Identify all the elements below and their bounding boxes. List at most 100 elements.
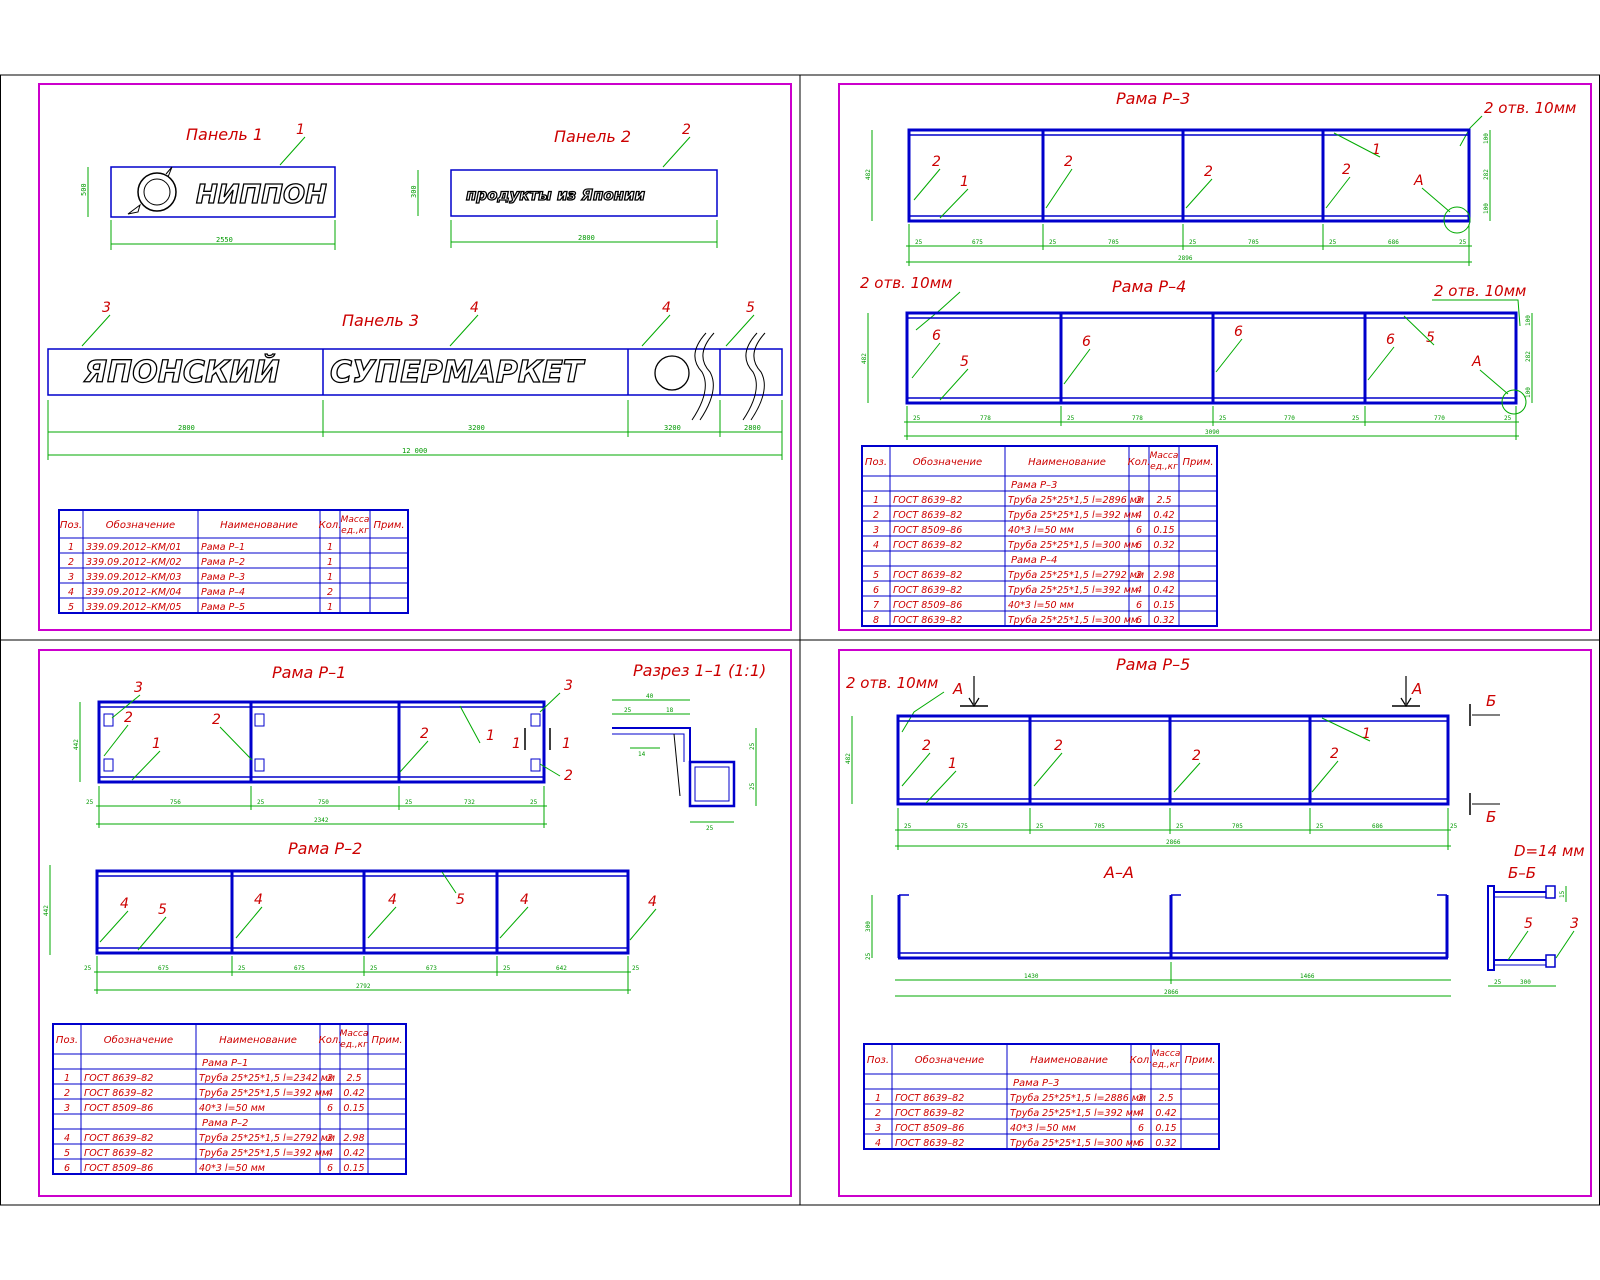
table-cell: 6 xyxy=(327,1103,333,1114)
frame1-callout: 2 xyxy=(564,768,573,784)
frame5-dim: 705 xyxy=(1094,823,1105,830)
frame3-dim: 100 xyxy=(1483,133,1490,144)
table-cell: 0.15 xyxy=(343,1103,364,1114)
frame2-dim: 25 xyxy=(84,965,92,972)
table-cell: ГОСТ 8639–82 xyxy=(84,1088,153,1099)
table-cell: 4 xyxy=(875,1138,881,1149)
pomegranate-logo-icon xyxy=(127,166,177,215)
frame4-dim-height: 482 xyxy=(861,353,868,364)
frame5-outline xyxy=(896,714,1450,806)
frame3-detail-circle xyxy=(1443,206,1471,234)
table-cell: 3 xyxy=(873,525,879,536)
table-cell: 2.5 xyxy=(1156,495,1171,506)
frame1-dim: 25 xyxy=(530,799,538,806)
table-cell: 1 xyxy=(327,542,333,553)
panel3-callout-4b: 4 xyxy=(662,300,671,316)
table-header-cell: Кол. xyxy=(1130,1055,1153,1066)
table-cell: 3 xyxy=(64,1103,70,1114)
table-cell: 6 xyxy=(1138,1138,1144,1149)
frame1-callout: 1 xyxy=(152,736,161,752)
panel3-callout-4a: 4 xyxy=(470,300,479,316)
frame4-callout: 6 xyxy=(1082,334,1091,350)
table-cell: 2 xyxy=(68,557,74,568)
table-cell: Труба 25*25*1,5 l=300 мм xyxy=(1010,1138,1140,1149)
table-cell: ГОСТ 8509–86 xyxy=(893,600,962,611)
table-cell: 1 xyxy=(327,572,333,583)
table-header-cell: Наименование xyxy=(1028,457,1106,468)
table-cell: Труба 25*25*1,5 l=300 мм xyxy=(1008,615,1138,626)
frame3-dim: 675 xyxy=(972,239,983,246)
table-cell: 4 xyxy=(68,587,74,598)
frame1-dim-total: 2342 xyxy=(314,817,329,824)
panel2-leader xyxy=(662,136,691,168)
table-header-cell: ед.,кг xyxy=(340,1040,368,1050)
table-header-cell: Обозначение xyxy=(104,1034,173,1046)
table-cell: Рама Р–2 xyxy=(201,557,245,568)
table-cell: 5 xyxy=(68,602,74,613)
table-cell: 6 xyxy=(873,585,879,596)
table-header-cell: Кол. xyxy=(319,1035,342,1046)
frame3-dim: 282 xyxy=(1483,169,1490,180)
frame1-callout: 2 xyxy=(212,712,221,728)
table-cell: 0.32 xyxy=(1153,615,1174,626)
section-mark-b-top: Б xyxy=(1486,692,1496,710)
frame1-dim: 25 xyxy=(405,799,413,806)
frame3-dim-height: 482 xyxy=(865,169,872,180)
table-cell: 1 xyxy=(327,557,333,568)
table-cell: 2 xyxy=(875,1108,881,1119)
table-header-cell: Наименование xyxy=(219,1035,297,1046)
frame1-plates xyxy=(103,713,541,772)
table-cell: 339.09.2012–КМ/03 xyxy=(86,572,181,583)
table-cell: 6 xyxy=(327,1163,333,1174)
table-cell: 1 xyxy=(327,602,333,613)
table-outline xyxy=(863,1043,1220,1150)
border-q3 xyxy=(38,649,792,1197)
frame3-detail-label: А xyxy=(1413,173,1424,189)
table-cell: 4 xyxy=(1138,1108,1144,1119)
frame4-dims xyxy=(867,313,1533,440)
frame5-dim: 25 xyxy=(1036,823,1044,830)
frame5-callout: 2 xyxy=(1054,738,1063,754)
frame1-dim-height: 442 xyxy=(73,739,80,750)
panel3-outline xyxy=(47,348,783,396)
table-cell: Труба 25*25*1,5 l=392 мм xyxy=(1010,1108,1140,1119)
table-header-cell: Масса xyxy=(341,515,370,525)
table-cell: 339.09.2012–КМ/04 xyxy=(86,587,181,598)
frame4-dim: 25 xyxy=(1504,415,1512,422)
frame5-dim: 25 xyxy=(1176,823,1184,830)
panel3-dim-4: 2800 xyxy=(744,424,761,432)
frame2-dim: 673 xyxy=(426,965,437,972)
table-cell: 8 xyxy=(873,615,879,626)
table-cell: ГОСТ 8509–86 xyxy=(893,525,962,536)
frame1-dim: 732 xyxy=(464,799,475,806)
border-q2 xyxy=(838,83,1592,631)
frame4-callout: 6 xyxy=(1386,332,1395,348)
table-section-title: Рама Р–1 xyxy=(202,1058,248,1069)
table-cell: Труба 25*25*1,5 l=300 мм xyxy=(1008,540,1138,551)
frame4-callout: 5 xyxy=(1426,330,1435,346)
table-cell: ГОСТ 8639–82 xyxy=(84,1133,153,1144)
frame5-title: Рама Р–5 xyxy=(1116,655,1190,674)
table-cell: Рама Р–4 xyxy=(201,587,245,598)
table-header-cell: Прим. xyxy=(1182,457,1213,468)
table-cell: 0.15 xyxy=(1153,525,1174,536)
frame1-dim: 750 xyxy=(318,799,329,806)
panel1-outline xyxy=(110,166,336,218)
sectionBB-dim: 15 xyxy=(1559,890,1566,898)
sectionAA-dim: 1430 xyxy=(1024,973,1039,980)
table-header-cell: Обозначение xyxy=(913,456,982,468)
frame5-callout: 1 xyxy=(1362,726,1371,742)
frame5-dim-height: 482 xyxy=(845,753,852,764)
table-header-cell: Прим. xyxy=(371,1035,402,1046)
frame3-callout: 2 xyxy=(1342,162,1351,178)
frame4-note-left: 2 отв. 10мм xyxy=(860,274,952,292)
frame2-callout: 4 xyxy=(648,894,657,910)
frame2-callout: 4 xyxy=(254,892,263,908)
table-cell: 40*3 l=50 мм xyxy=(199,1103,265,1114)
frame2-callout: 5 xyxy=(456,892,465,908)
frame1-dim: 756 xyxy=(170,799,181,806)
frame1-callout: 3 xyxy=(564,678,573,694)
table-cell: 0.15 xyxy=(343,1163,364,1174)
